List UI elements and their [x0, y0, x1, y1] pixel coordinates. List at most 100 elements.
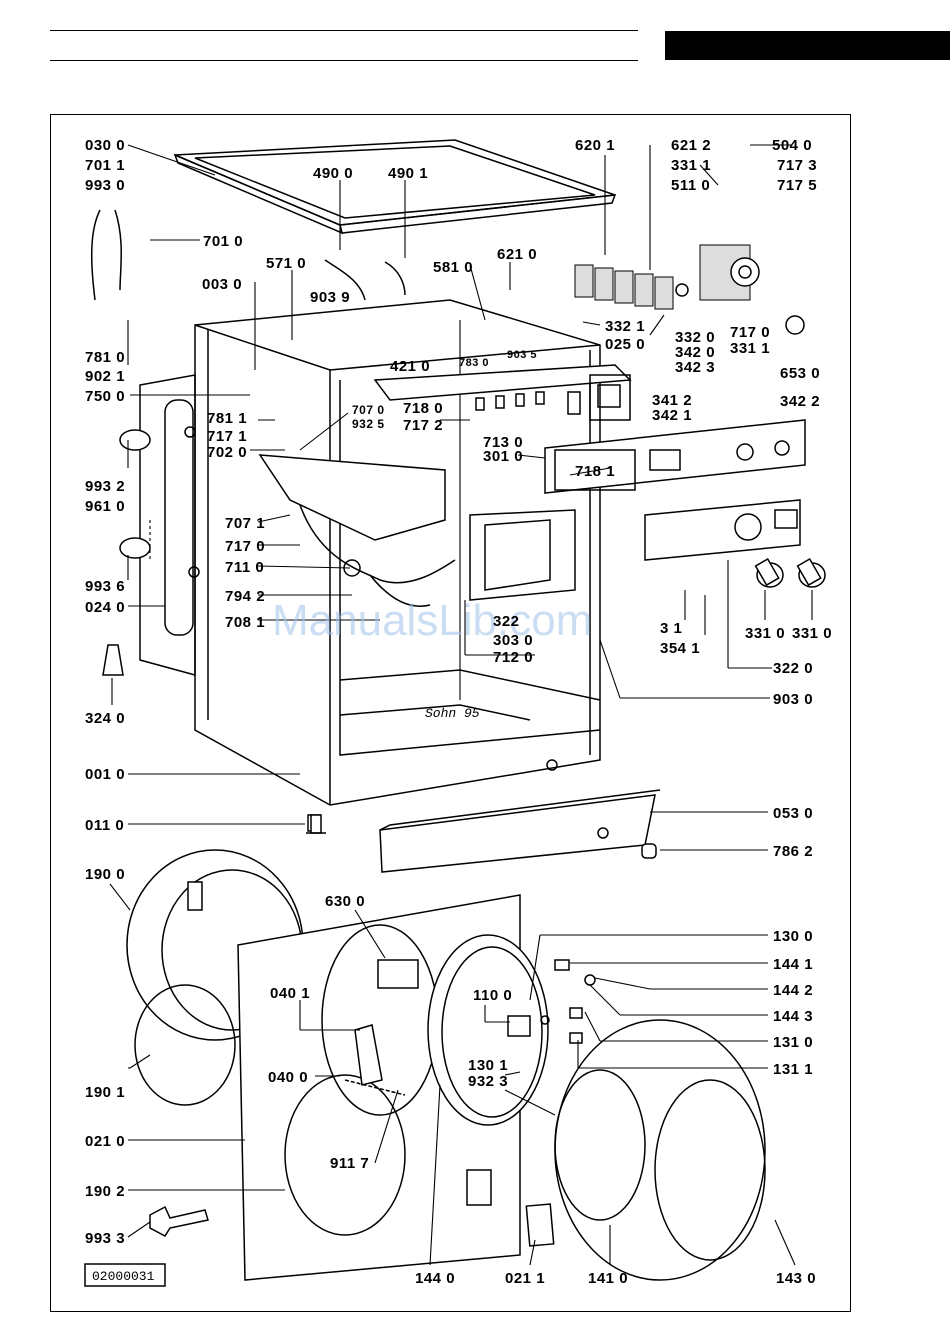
label-794-2: 794 2: [225, 588, 265, 605]
label-190-0: 190 0: [85, 866, 125, 883]
label-701-1: 701 1: [85, 157, 125, 174]
label-024-0: 024 0: [85, 599, 125, 616]
label-713-0: 713 0: [483, 434, 523, 451]
signature: Sohn 95: [425, 706, 480, 721]
label-332-0: 332 0: [675, 329, 715, 346]
program-knobs: [754, 557, 826, 588]
watermark: ManualsLib.com: [272, 596, 592, 645]
door: [525, 1019, 766, 1281]
label-324-0: 324 0: [85, 710, 125, 727]
label-511-0: 511 0: [671, 177, 710, 194]
label-717-2: 717 2: [403, 417, 443, 434]
drawing-number: 02000031: [92, 1269, 155, 1284]
leader-lines: [109, 144, 813, 1266]
label-053-0: 053 0: [773, 805, 813, 822]
label-708-1: 708 1: [225, 614, 265, 631]
label-322-0: 322 0: [773, 660, 813, 677]
label-190-1: 190 1: [85, 1084, 125, 1101]
label-701-0: 701 0: [203, 233, 243, 250]
label-021-0: 021 0: [85, 1133, 125, 1150]
label-707-1: 707 1: [225, 515, 265, 532]
label-932-3: 932 3: [468, 1073, 508, 1090]
label-131-0: 131 0: [773, 1034, 813, 1051]
part-labels: 030 0 701 1 993 0 701 0 490 0 490 1 620 …: [85, 137, 832, 1287]
label-718-1: 718 1: [575, 463, 615, 480]
label-750-0: 750 0: [85, 388, 125, 405]
label-718-0: 718 0: [403, 400, 443, 417]
label-040-1: 040 1: [270, 985, 310, 1002]
label-131-1: 131 1: [773, 1061, 813, 1078]
label-621-2: 621 2: [671, 137, 711, 154]
label-781-1: 781 1: [207, 410, 247, 427]
label-303-0: 303 0: [493, 632, 533, 649]
label-707-0: 707 0: [352, 403, 385, 417]
label-993-0: 993 0: [85, 177, 125, 194]
label-717-5: 717 5: [777, 177, 817, 194]
label-001-0: 001 0: [85, 766, 125, 783]
label-130-0: 130 0: [773, 928, 813, 945]
door-frame: [427, 934, 550, 1126]
label-331-0a: 331 0: [745, 625, 785, 642]
panel-insert: [644, 499, 801, 561]
label-717-3: 717 3: [777, 157, 817, 174]
label-653-0: 653 0: [780, 365, 820, 382]
label-130-1: 130 1: [468, 1057, 508, 1074]
drawing-number-box: 02000031: [84, 1263, 166, 1287]
base-trim: [307, 789, 661, 873]
label-332-1: 332 1: [605, 318, 645, 335]
label-717-0b: 717 0: [225, 538, 265, 555]
hoses: [90, 209, 406, 301]
label-354-1: 354 1: [660, 640, 700, 657]
label-630-0: 630 0: [325, 893, 365, 910]
label-932-5: 932 5: [352, 417, 385, 431]
label-040-0: 040 0: [268, 1069, 308, 1086]
label-025-0: 025 0: [605, 336, 645, 353]
label-342-1: 342 1: [652, 407, 692, 424]
spanner-tool: [149, 1205, 209, 1237]
pump-feet: [102, 429, 151, 676]
label-783-0: 783 0: [459, 357, 489, 369]
label-620-1: 620 1: [575, 137, 615, 154]
label-141-0: 141 0: [588, 1270, 628, 1287]
label-961-0: 961 0: [85, 498, 125, 515]
side-panel: [139, 374, 200, 676]
label-902-1: 902 1: [85, 368, 125, 385]
header-rule-top: [50, 30, 638, 31]
label-702-0: 702 0: [207, 444, 247, 461]
label-144-2: 144 2: [773, 982, 813, 999]
label-144-0: 144 0: [415, 1270, 455, 1287]
control-panel: [373, 364, 806, 494]
label-003-0: 003 0: [202, 276, 242, 293]
label-331-1b: 331 1: [730, 340, 770, 357]
label-490-1: 490 1: [388, 165, 428, 182]
label-331-1: 331 1: [671, 157, 711, 174]
hinge-parts: [554, 959, 596, 1044]
label-331-0b: 331 0: [792, 625, 832, 642]
label-993-2: 993 2: [85, 478, 125, 495]
label-021-1: 021 1: [505, 1270, 545, 1287]
detergent-tray: [469, 509, 576, 601]
label-342-2: 342 2: [780, 393, 820, 410]
label-322: 322: [493, 613, 520, 630]
label-342-0: 342 0: [675, 344, 715, 361]
label-711-0: 711 0: [225, 559, 264, 576]
top-cover: [173, 139, 617, 235]
label-903-5: 903 5: [507, 349, 537, 361]
label-903-0: 903 0: [773, 691, 813, 708]
label-911-7: 911 7: [330, 1155, 369, 1172]
cabinet-body: [194, 299, 601, 806]
label-143-0: 143 0: [776, 1270, 816, 1287]
label-341-2: 341 2: [652, 392, 692, 409]
label-504-0: 504 0: [772, 137, 812, 154]
label-571-0: 571 0: [266, 255, 306, 272]
label-301-0: 301 0: [483, 448, 523, 465]
label-342-3: 342 3: [675, 359, 715, 376]
label-712-0: 712 0: [493, 649, 533, 666]
diagram-frame: [50, 114, 851, 1312]
label-717-1: 717 1: [207, 428, 247, 445]
label-490-0: 490 0: [313, 165, 353, 182]
label-011-0: 011 0: [85, 817, 124, 834]
header-rule-bottom: [50, 60, 638, 61]
label-581-0: 581 0: [433, 259, 473, 276]
